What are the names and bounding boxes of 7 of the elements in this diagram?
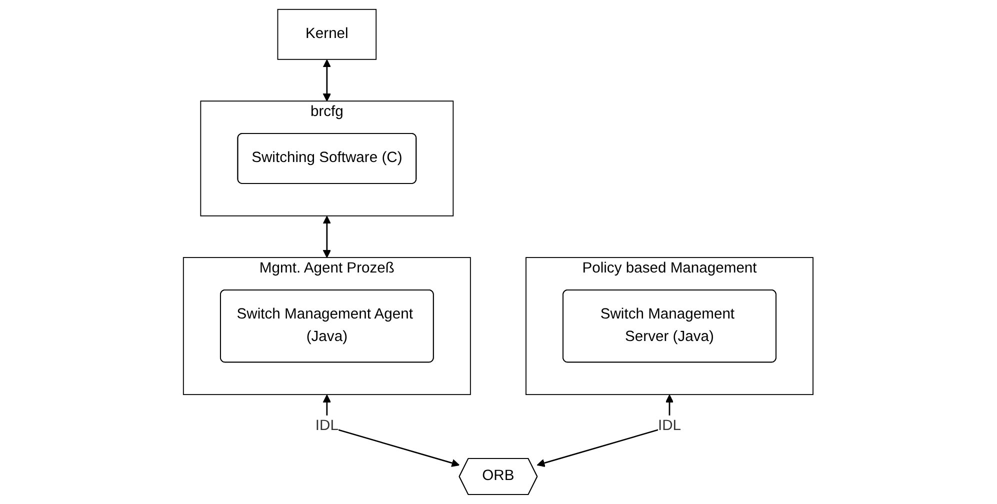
- edge-label: IDL: [658, 418, 682, 434]
- arrow: [537, 394, 674, 467]
- arrow: [323, 216, 332, 258]
- node-box: Kernel: [278, 8, 377, 60]
- arrow: [323, 394, 460, 467]
- edge-label: IDL: [316, 418, 339, 434]
- arrow: [323, 59, 332, 102]
